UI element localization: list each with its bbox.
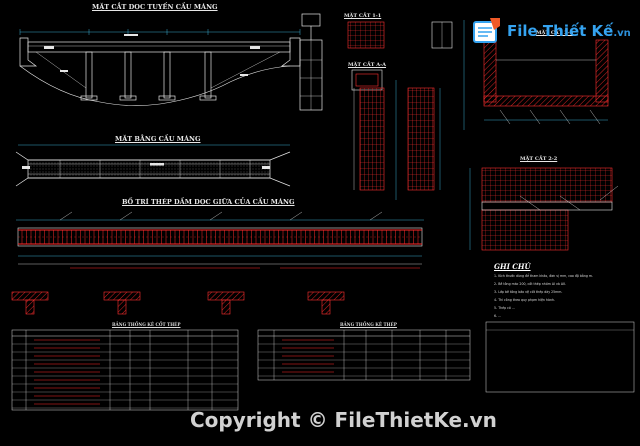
section-2-title: MẶT CẮT 2-2 [520,156,558,162]
note-line: 3- Lớp bê tông bảo vệ cốt thép dày 25mm. [494,290,563,294]
section-1-title: MẶT CẮT 1-1 [344,13,382,19]
beam-rebar-view [16,211,424,269]
notes-title: GHI CHÚ [494,262,531,271]
plan-view [15,144,291,187]
long-section-view [19,13,323,111]
cross-sections-row [11,291,345,315]
long-section-title: MẶT CẮT DỌC TUYẾN CẦU MÁNG [92,3,218,11]
section-aa-title: MẶT CẮT A-A [348,62,387,68]
title-block [485,321,635,393]
site-logo-text: File Thiết Kế.vn [507,22,631,40]
site-logo[interactable]: File Thiết Kế.vn [472,12,638,50]
rebar-table-right [257,329,471,381]
note-line: 1- Kích thước dùng để tham khảo, đơn vị … [494,274,594,278]
logo-sub-text: .vn [613,28,631,39]
top-middle-details [347,21,453,200]
blueprint-logo-icon [472,16,502,46]
section-3-title: MẶT CẮT 3-3 [536,30,574,36]
plan-title: MẶT BẰNG CẦU MÁNG [115,135,201,143]
note-line: 4- Thi công theo quy phạm hiện hành. [494,298,555,302]
rebar-summary-title: BẢNG THỐNG KÊ THÉP [340,322,397,327]
rebar-table-title: BẢNG THỐNG KÊ CỐT THÉP [112,322,181,327]
cross-section-3 [207,291,245,315]
copyright-watermark: Copyright © FileThietKe.vn [190,408,497,432]
note-line: 2- Bê tông mác 200, cốt thép nhóm AI và … [494,282,566,286]
note-line: 5- Thép có ... [494,306,515,310]
rebar-table-left [11,329,239,411]
beam-rebar-title: BỐ TRÍ THÉP DẦM DỌC GIỮA CỦA CẦU MÁNG [122,198,295,206]
cross-section-2 [103,291,141,315]
logo-main-text: File Thiết Kế [507,22,614,40]
cross-section-1 [11,291,49,315]
note-line: 6- ... [494,314,502,318]
right-detail-view [463,20,619,251]
cross-section-4 [307,291,345,315]
